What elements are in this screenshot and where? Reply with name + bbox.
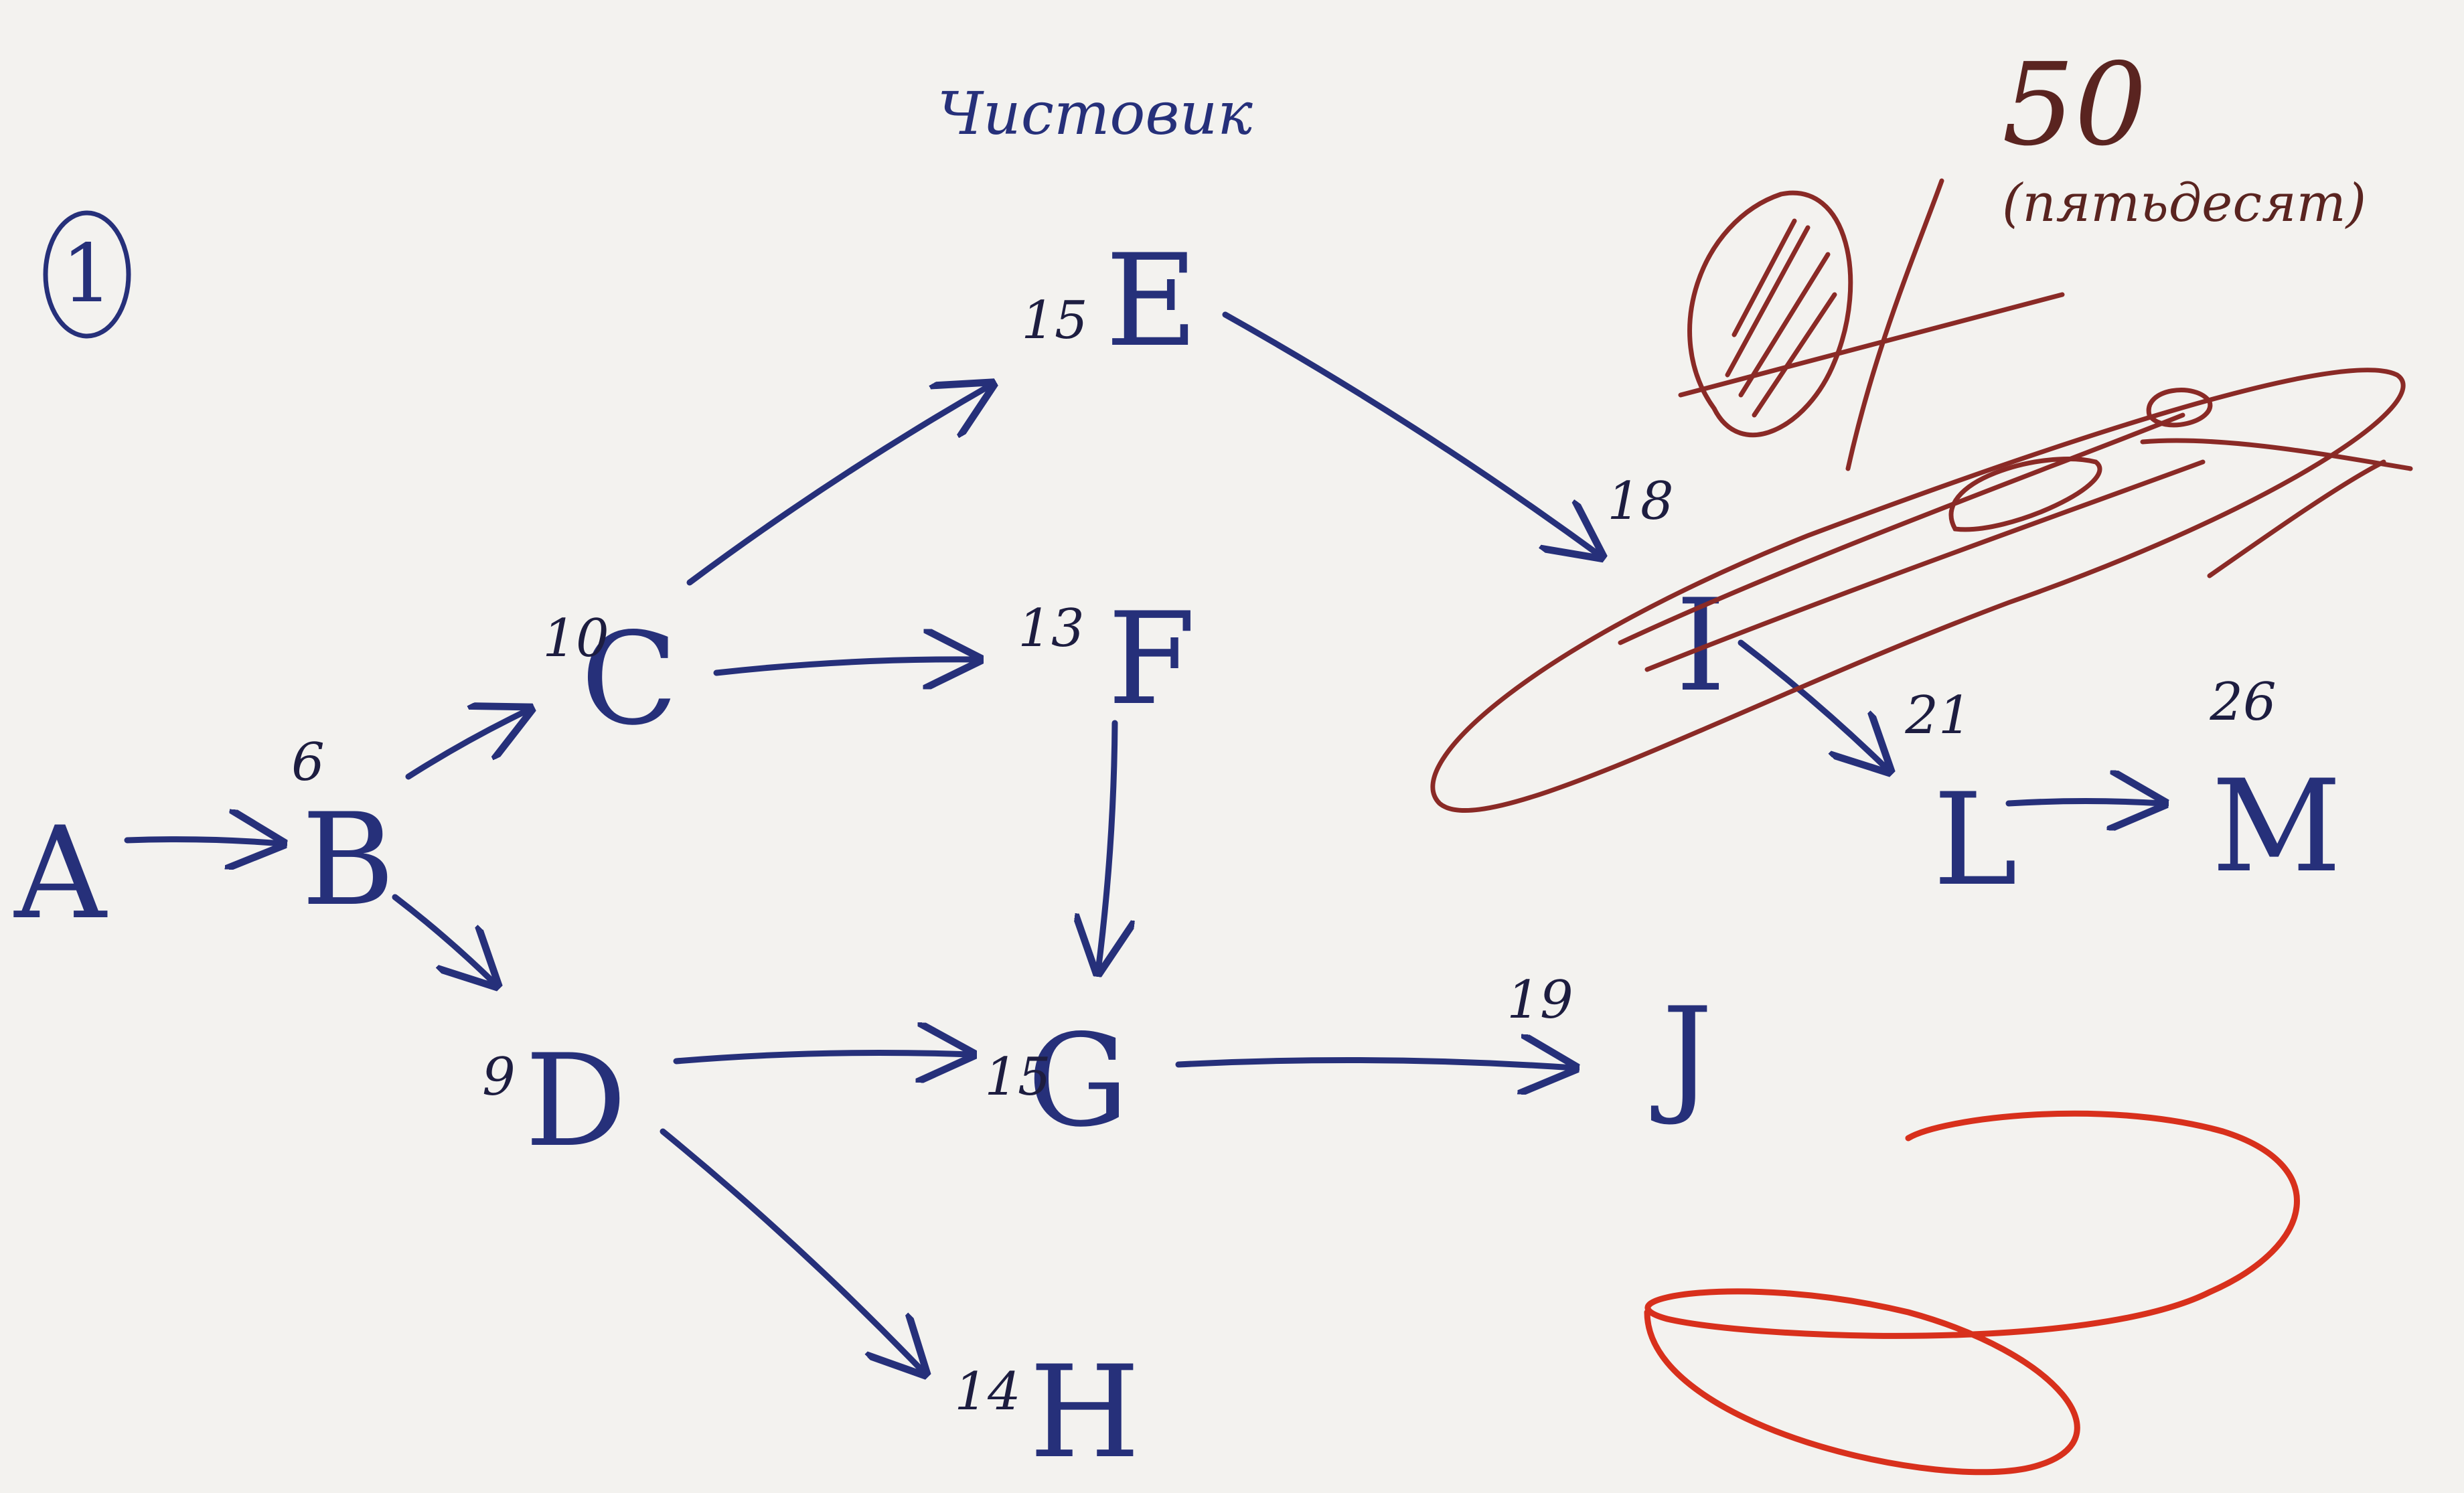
edge-g-j xyxy=(1175,1060,1573,1068)
node-d: D9 xyxy=(482,1027,627,1175)
node-i: I18 xyxy=(1607,471,1725,720)
problem-number: 1 xyxy=(43,210,131,339)
node-h-value: 14 xyxy=(954,1362,1020,1422)
node-j: J 19 xyxy=(1507,970,1713,1128)
node-h-letter: H xyxy=(1029,1338,1140,1486)
grade-scribbles: 50 (пятьдесят) xyxy=(1430,39,2413,813)
edges-group xyxy=(124,311,2163,1372)
node-f: F 13 xyxy=(1018,585,1196,733)
node-b-value: 6 xyxy=(291,732,325,793)
node-d-letter: D xyxy=(525,1027,627,1175)
node-h: H14 xyxy=(954,1338,1140,1486)
edge-l-m xyxy=(2005,801,2163,803)
node-i-value: 18 xyxy=(1607,471,1673,532)
node-j-value: 19 xyxy=(1507,970,1573,1030)
grade-ellipse-inner xyxy=(1618,412,2206,672)
node-c-letter: C xyxy=(581,605,678,753)
edge-c-f xyxy=(713,659,978,673)
node-g: G15 xyxy=(984,1007,1129,1155)
node-m: M 26 xyxy=(2209,672,2341,900)
node-b-letter: B xyxy=(301,786,395,934)
edge-d-h xyxy=(660,1128,924,1372)
node-f-value: 13 xyxy=(1018,599,1084,659)
edge-b-d xyxy=(392,894,495,984)
node-c: C10 xyxy=(542,605,678,753)
grade-score-words: (пятьдесят) xyxy=(2002,173,2366,234)
edge-i-l xyxy=(1738,639,1888,770)
node-a-letter: A xyxy=(13,799,108,947)
edge-f-g xyxy=(1098,720,1115,971)
edge-b-c xyxy=(405,710,529,780)
grade-ellipse-loop xyxy=(1948,457,2102,532)
node-d-value: 9 xyxy=(482,1047,516,1107)
edge-e-i xyxy=(1222,311,1600,556)
grade-tail xyxy=(2140,438,2413,578)
node-m-letter: M xyxy=(2212,753,2342,900)
grade-scribble-blot xyxy=(1687,190,1853,438)
node-l: L 21 xyxy=(1904,686,2017,914)
node-c-value: 10 xyxy=(542,609,609,669)
node-i-letter: I xyxy=(1675,572,1725,720)
orange-ink-scribble xyxy=(1644,1110,2300,1476)
node-e-letter: E xyxy=(1105,227,1199,375)
node-b: B6 xyxy=(291,732,395,934)
edge-a-b xyxy=(124,840,281,844)
grade-ellipse-loop-small xyxy=(2146,388,2213,428)
node-m-value: 26 xyxy=(2209,672,2276,732)
node-g-letter: G xyxy=(1027,1007,1129,1155)
grade-scribble-strike xyxy=(1678,178,2065,471)
svg-text:1: 1 xyxy=(62,228,112,321)
page-title: Чистовик xyxy=(937,79,1253,148)
node-e: E 15 xyxy=(1021,227,1198,375)
node-g-value: 15 xyxy=(984,1047,1051,1107)
grade-scribble-fill xyxy=(1725,218,1837,418)
node-e-value: 15 xyxy=(1021,291,1087,351)
edge-d-g xyxy=(673,1052,971,1061)
grade-ellipse-outer xyxy=(1430,368,2406,813)
grade-score: 50 xyxy=(2002,39,2147,171)
edge-c-e xyxy=(686,385,991,586)
node-j-letter: J xyxy=(1651,980,1713,1128)
node-l-letter: L xyxy=(1933,766,2017,914)
node-a: A xyxy=(13,799,108,947)
node-f-letter: F xyxy=(1107,585,1196,733)
node-l-value: 21 xyxy=(1904,686,1971,746)
